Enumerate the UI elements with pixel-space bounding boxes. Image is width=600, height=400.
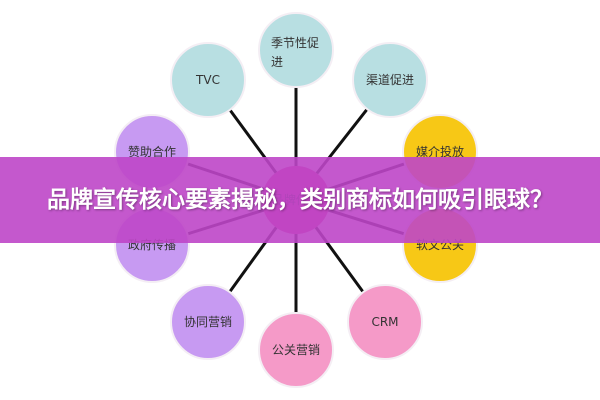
node-label: TVC	[195, 73, 220, 87]
banner-title: 品牌宣传核心要素揭秘，类别商标如何吸引眼球？	[47, 187, 553, 213]
node-label: 进	[271, 55, 283, 69]
node-circle	[170, 42, 246, 118]
node-label: 渠道促进	[366, 73, 414, 87]
node-label: 媒介投放	[416, 144, 464, 159]
node-label: 赞助合作	[128, 144, 176, 159]
node-label: 协同营销	[184, 314, 232, 329]
node-circle	[258, 312, 334, 388]
node-circle	[170, 284, 246, 360]
node-label: 季节性促	[271, 36, 319, 50]
node-circle	[347, 284, 423, 360]
node-circle	[352, 42, 428, 118]
node-label: 公关营销	[272, 343, 320, 357]
node-label: CRM	[371, 315, 398, 329]
title-banner: 品牌宣传核心要素揭秘，类别商标如何吸引眼球？	[0, 157, 600, 243]
node-circle	[258, 12, 334, 88]
